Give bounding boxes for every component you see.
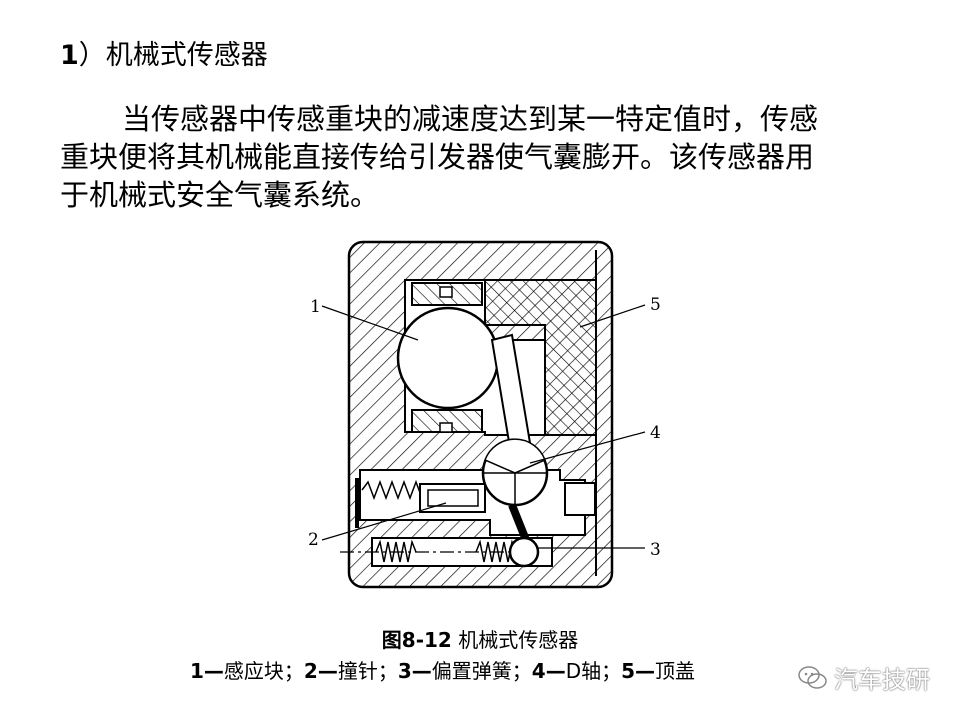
callout-1: 1 [310, 297, 321, 317]
legend-item: 1—感应块； [190, 659, 304, 683]
d-shaft-cut [484, 438, 546, 474]
legend-text: 顶盖 [655, 659, 696, 683]
figure-number: 图8-12 [381, 628, 452, 652]
legend-num: 4 [531, 659, 546, 683]
bias-spring-left [375, 539, 417, 563]
callout-3: 3 [650, 540, 661, 560]
wechat-icon [798, 665, 827, 689]
figure-title: 机械式传感器 [451, 628, 579, 652]
leader-2 [321, 502, 447, 541]
section-heading: 1）机械式传感器 [60, 38, 268, 74]
description-paragraph: 当传感器中传感重块的减速度达到某一特定值时，传感 重块便将其机械能直接传给引发器… [60, 100, 910, 214]
callout-2: 2 [308, 530, 319, 550]
section-title: 机械式传感器 [105, 40, 268, 71]
legend-text: D轴 [565, 659, 602, 683]
legend-item: 5—顶盖 [621, 659, 695, 683]
legend-dash: — [635, 659, 656, 683]
legend-num: 2 [303, 659, 318, 683]
plug [564, 482, 596, 516]
figure-legend: 1—感应块；2—撞针；3—偏置弹簧；4—D轴；5—顶盖 [190, 656, 695, 686]
upper-plate-slot [439, 286, 453, 298]
legend-text: 感应块 [223, 659, 284, 683]
legend-sep: ； [377, 659, 398, 683]
legend-num: 5 [621, 659, 636, 683]
legend-num: 1 [190, 659, 204, 683]
leader-4 [529, 431, 646, 464]
striker-spring [361, 479, 429, 501]
legend-item: 4—D轴； [532, 659, 621, 683]
section-number: 1 [60, 40, 79, 71]
legend-item: 3—偏置弹簧； [398, 659, 532, 683]
section-paren: ） [78, 40, 106, 71]
striker-pin-inner [427, 489, 479, 507]
paragraph-line-2: 重块便将其机械能直接传给引发器使气囊膨开。该传感器用 [60, 140, 815, 174]
legend-dash: — [317, 659, 338, 683]
lower-plate-slot [439, 422, 453, 433]
legend-sep: ； [601, 659, 622, 683]
legend-sep: ； [283, 659, 304, 683]
callout-4: 4 [650, 423, 661, 443]
legend-item: 2—撞针； [304, 659, 398, 683]
figure-caption: 图8-12 机械式传感器 [0, 626, 960, 654]
paragraph-line-1: 当传感器中传感重块的减速度达到某一特定值时，传感 [122, 102, 819, 136]
legend-dash: — [411, 659, 432, 683]
sensing-mass [396, 306, 500, 410]
legend-dash: — [203, 659, 224, 683]
leader-1 [321, 305, 419, 341]
legend-sep: ； [511, 659, 532, 683]
leader-5 [579, 304, 646, 328]
watermark-text: 汽车技研 [834, 666, 930, 694]
watermark: 汽车技研 [798, 660, 930, 695]
legend-text: 撞针 [337, 659, 378, 683]
callout-5: 5 [650, 295, 661, 315]
bias-ball [508, 536, 540, 568]
legend-num: 3 [397, 659, 412, 683]
legend-dash: — [545, 659, 566, 683]
paragraph-line-3: 于机械式安全气囊系统。 [60, 178, 380, 212]
legend-text: 偏置弹簧 [431, 659, 512, 683]
